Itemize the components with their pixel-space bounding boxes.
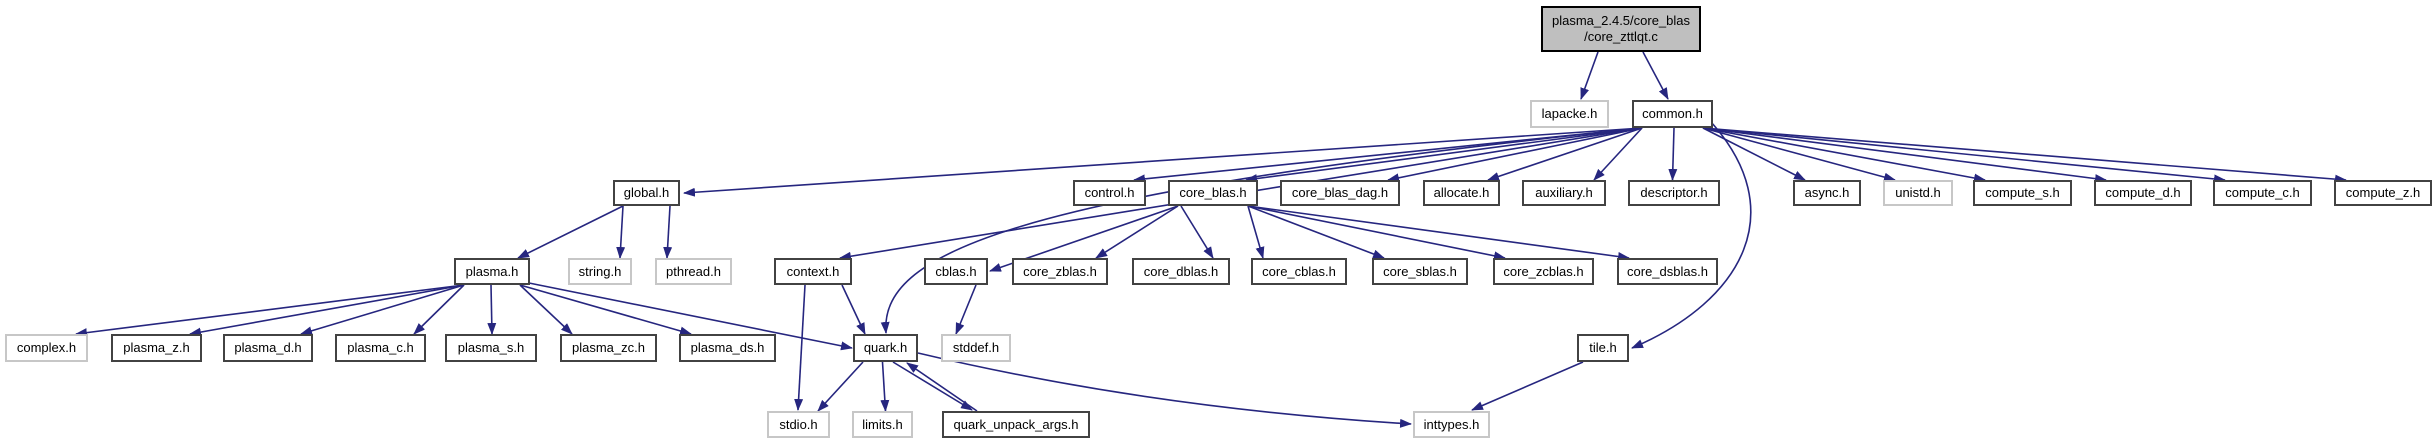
node-descriptor[interactable]: descriptor.h: [1628, 180, 1720, 206]
node-plasma_c[interactable]: plasma_c.h: [335, 334, 426, 362]
node-cblas[interactable]: cblas.h: [924, 258, 988, 285]
edge-quark-inttypes: [917, 352, 1412, 428]
edge-common-compute_z: [1702, 127, 2347, 184]
edge-plasma-plasma_ds: [519, 284, 692, 336]
node-global[interactable]: global.h: [613, 180, 680, 206]
node-core_dsblas[interactable]: core_dsblas.h: [1617, 258, 1718, 285]
edge-global-plasma: [517, 205, 624, 259]
node-compute_d[interactable]: compute_d.h: [2094, 180, 2192, 206]
edge-quark-quark_unpack_args: [892, 361, 973, 411]
edge-context-stdio: [794, 284, 806, 411]
edge-quark_unpack_args-quark: [906, 362, 978, 412]
node-pthread: pthread.h: [655, 258, 732, 285]
edge-core_blas-core_zcblas: [1247, 205, 1506, 261]
edge-common-auxiliary: [1593, 127, 1643, 181]
edge-tile-inttypes: [1471, 361, 1584, 411]
node-core_zblas[interactable]: core_zblas.h: [1012, 258, 1108, 285]
node-common[interactable]: common.h: [1632, 100, 1713, 128]
edge-plasma-plasma_c: [413, 284, 465, 335]
node-core_blas[interactable]: core_blas.h: [1168, 180, 1258, 206]
edge-common-descriptor: [1668, 127, 1678, 181]
node-inttypes: inttypes.h: [1413, 411, 1490, 438]
edge-plasma-quark: [523, 281, 853, 351]
node-async[interactable]: async.h: [1793, 180, 1861, 206]
edge-common-quark: [880, 127, 1643, 334]
node-unistd: unistd.h: [1883, 180, 1953, 206]
edge-core_blas-core_cblas: [1247, 205, 1265, 259]
node-tile[interactable]: tile.h: [1577, 334, 1629, 362]
node-stdio: stdio.h: [767, 411, 830, 438]
node-complex: complex.h: [5, 334, 88, 362]
edge-root-common: [1642, 51, 1669, 100]
node-core_sblas[interactable]: core_sblas.h: [1372, 258, 1468, 285]
edge-common-allocate: [1487, 127, 1643, 181]
edge-common-core_blas: [1245, 127, 1643, 184]
node-quark_unpack_args[interactable]: quark_unpack_args.h: [942, 411, 1090, 438]
edge-plasma-plasma_zc: [519, 284, 573, 335]
edge-context-quark: [841, 284, 866, 335]
node-compute_c[interactable]: compute_c.h: [2213, 180, 2312, 206]
edge-common-async: [1702, 127, 1806, 181]
edge-global-pthread: [663, 205, 673, 259]
edge-root-lapacke: [1580, 51, 1599, 100]
edge-common-tile: [1631, 121, 1752, 349]
node-lapacke: lapacke.h: [1530, 100, 1609, 128]
edge-quark-stdio: [817, 361, 864, 412]
edge-plasma-complex: [75, 284, 465, 338]
node-auxiliary[interactable]: auxiliary.h: [1522, 180, 1606, 206]
edge-plasma-plasma_s: [487, 284, 497, 335]
node-core_blas_dag[interactable]: core_blas_dag.h: [1280, 180, 1400, 206]
node-core_cblas[interactable]: core_cblas.h: [1251, 258, 1347, 285]
node-plasma_z[interactable]: plasma_z.h: [111, 334, 202, 362]
node-plasma_zc[interactable]: plasma_zc.h: [560, 334, 657, 362]
edge-plasma-plasma_z: [189, 284, 465, 337]
edge-common-global: [683, 127, 1643, 197]
node-context[interactable]: context.h: [774, 258, 852, 285]
edge-plasma-plasma_d: [300, 284, 465, 336]
node-string: string.h: [568, 258, 632, 285]
node-core_zcblas[interactable]: core_zcblas.h: [1493, 258, 1594, 285]
edge-common-compute_s: [1702, 127, 1986, 183]
node-allocate[interactable]: allocate.h: [1423, 180, 1500, 206]
edge-common-compute_d: [1702, 127, 2107, 184]
edge-core_blas-core_zblas: [1095, 205, 1179, 259]
edge-core_blas-core_dsblas: [1247, 205, 1630, 261]
node-core_dblas[interactable]: core_dblas.h: [1132, 258, 1230, 285]
node-plasma_s[interactable]: plasma_s.h: [445, 334, 537, 362]
node-compute_z[interactable]: compute_z.h: [2334, 180, 2432, 206]
node-control[interactable]: control.h: [1073, 180, 1146, 206]
node-plasma_d[interactable]: plasma_d.h: [223, 334, 313, 362]
node-limits: limits.h: [852, 411, 913, 438]
node-stddef: stddef.h: [941, 334, 1011, 362]
edge-common-unistd: [1702, 127, 1896, 182]
edge-quark-limits: [880, 361, 890, 412]
edge-core_blas-core_sblas: [1247, 205, 1385, 259]
node-plasma[interactable]: plasma.h: [454, 258, 530, 285]
node-compute_s[interactable]: compute_s.h: [1973, 180, 2072, 206]
edge-global-string: [616, 205, 626, 259]
edge-common-compute_c: [1702, 127, 2226, 184]
edge-cblas-stddef: [955, 284, 977, 335]
node-root: plasma_2.4.5/core_blas /core_zttlqt.c: [1541, 6, 1701, 52]
edge-common-core_blas_dag: [1387, 127, 1643, 183]
node-quark[interactable]: quark.h: [853, 334, 918, 362]
edge-core_blas-core_dblas: [1180, 205, 1214, 259]
node-plasma_ds[interactable]: plasma_ds.h: [679, 334, 776, 362]
